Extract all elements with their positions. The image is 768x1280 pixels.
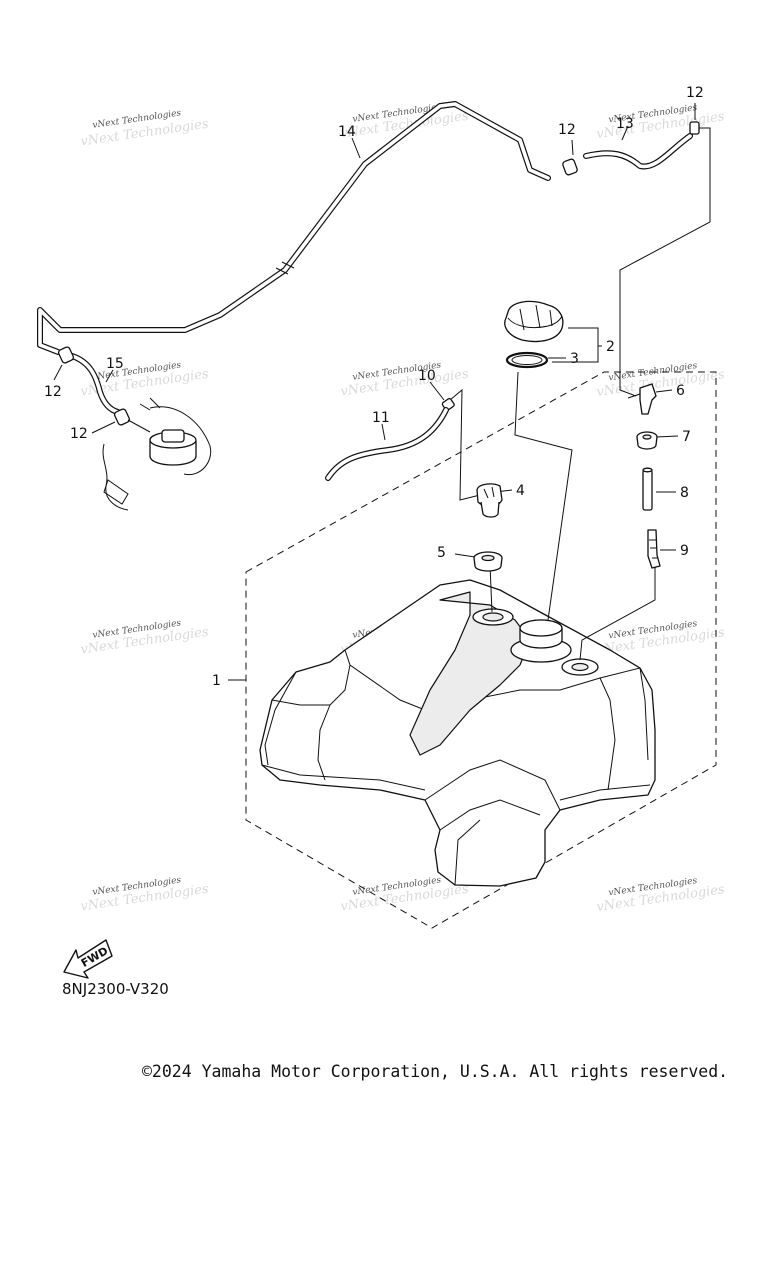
grommet-5	[473, 551, 503, 572]
hose-13	[583, 133, 693, 170]
hose-11	[325, 407, 449, 481]
callout-4: 4	[516, 483, 525, 499]
callout-8: 8	[680, 485, 689, 501]
callout-5: 5	[437, 545, 446, 561]
hose-14	[37, 101, 551, 355]
callout-12-left-lower: 12	[70, 426, 88, 442]
callout-13: 13	[616, 116, 634, 132]
callout-7: 7	[682, 429, 691, 445]
callout-12-top-right: 12	[686, 85, 704, 101]
callout-6: 6	[676, 383, 685, 399]
grommet-7	[636, 431, 658, 450]
part-code: 8NJ2300-V320	[62, 980, 169, 998]
callouts: 1 2 3 4 5 6 7 8 9 10 11 12 12 12 12 13 1…	[44, 85, 704, 689]
callout-1: 1	[212, 673, 221, 689]
callout-14: 14	[338, 124, 356, 140]
fwd-arrow-icon: FWD	[63, 939, 113, 979]
callout-12-left-upper: 12	[44, 384, 62, 400]
fuel-tank	[259, 579, 656, 887]
fuel-cap	[504, 300, 564, 343]
callout-9: 9	[680, 543, 689, 559]
callout-10: 10	[418, 368, 436, 384]
callout-15: 15	[106, 356, 124, 372]
leader-lines	[53, 103, 711, 681]
pump-valve	[476, 483, 503, 518]
hose-15	[69, 353, 121, 415]
elbow-fitting	[627, 383, 657, 415]
callout-11: 11	[372, 410, 390, 426]
copyright-notice: ©2024 Yamaha Motor Corporation, U.S.A. A…	[142, 1062, 729, 1081]
callout-3: 3	[570, 351, 579, 367]
callout-2: 2	[606, 339, 615, 355]
vent-tube	[642, 467, 653, 511]
engine-fitting-sketch	[102, 397, 212, 511]
assembly-dashed-outline	[245, 371, 717, 929]
callout-12-middle: 12	[558, 122, 576, 138]
clamps-12	[57, 121, 700, 426]
vent-pipe	[647, 529, 661, 569]
